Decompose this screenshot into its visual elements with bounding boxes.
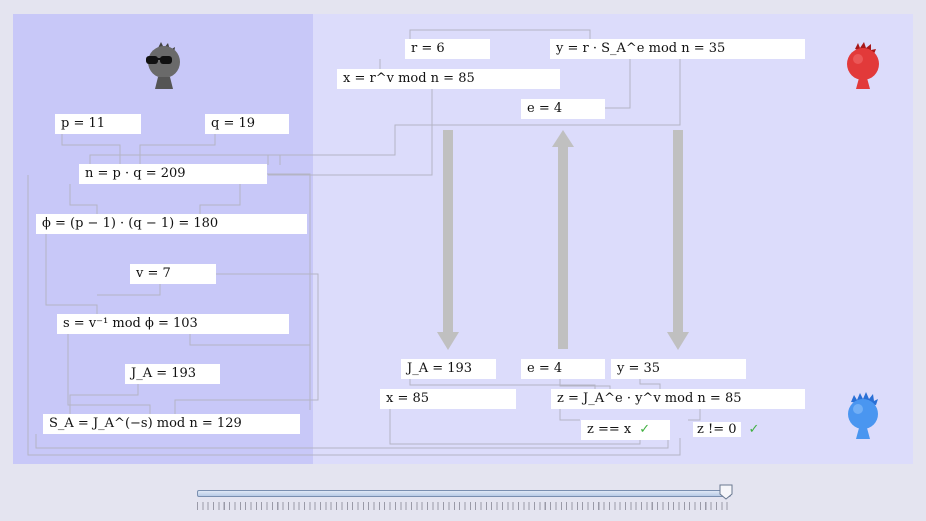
phi-box: ϕ = (p − 1) · (q − 1) = 180: [36, 214, 307, 234]
z-box: z = J_A^e · y^v mod n = 85: [551, 389, 805, 409]
n-box: n = p · q = 209: [79, 164, 267, 184]
x-bottom-box: x = 85: [380, 389, 516, 409]
slider-ticks: [197, 502, 731, 510]
s-box: s = v⁻¹ mod ϕ = 103: [57, 314, 289, 334]
check-icon: ✓: [639, 422, 651, 437]
x-top-box: x = r^v mod n = 85: [337, 69, 560, 89]
e-top-box: e = 4: [521, 99, 605, 119]
q-box: q = 19: [205, 114, 289, 134]
z-equals-x-label: z == x: [587, 422, 632, 437]
y-bottom-box: y = 35: [611, 359, 746, 379]
sa-box: S_A = J_A^(−s) mod n = 129: [43, 414, 300, 434]
v-box: v = 7: [130, 264, 216, 284]
z-not-zero-label: z != 0: [693, 422, 741, 437]
eve-spy-icon: [140, 40, 186, 90]
check-icon: ✓: [748, 422, 760, 437]
step-slider[interactable]: [197, 484, 733, 514]
slider-thumb[interactable]: [719, 484, 733, 500]
slider-track[interactable]: [197, 490, 731, 497]
p-box: p = 11: [55, 114, 141, 134]
alice-person-icon: [843, 40, 883, 90]
e-bottom-box: e = 4: [521, 359, 605, 379]
z-not-zero-box: z != 0 ✓: [687, 420, 773, 440]
bob-person-icon: [843, 390, 883, 440]
ja-left-box: J_A = 193: [125, 364, 220, 384]
r-box: r = 6: [405, 39, 490, 59]
ja-bottom-box: J_A = 193: [401, 359, 496, 379]
z-equals-x-box: z == x ✓: [581, 420, 670, 440]
y-top-box: y = r · S_A^e mod n = 35: [550, 39, 805, 59]
